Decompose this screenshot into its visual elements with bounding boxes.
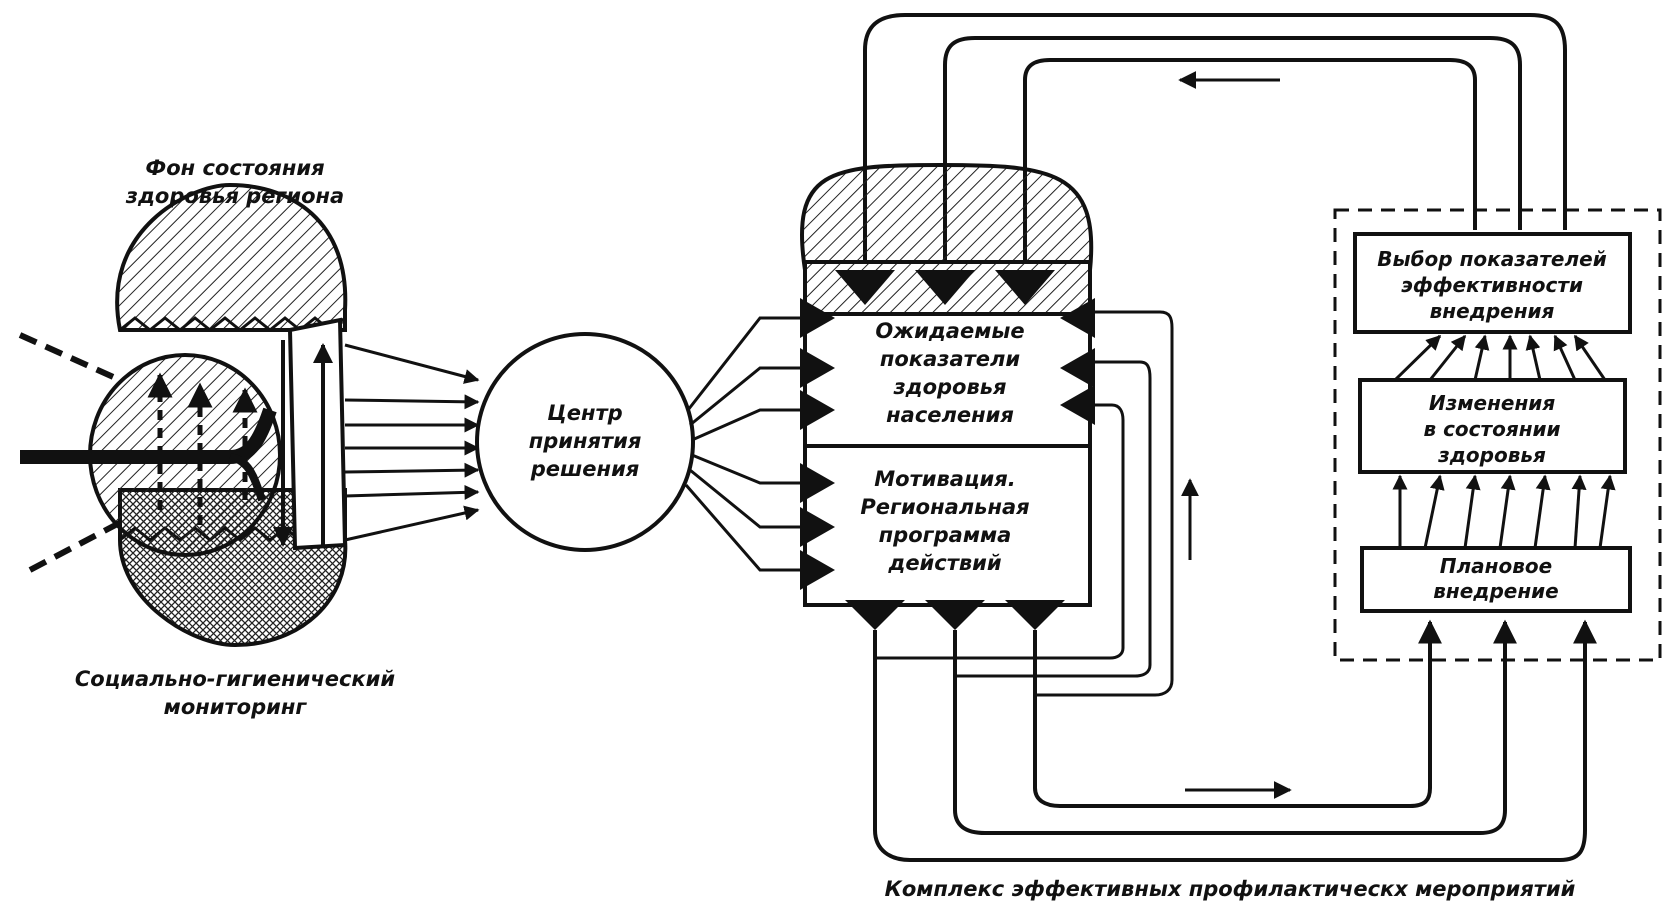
motivation-label-4: действий xyxy=(887,551,1002,575)
planned-implementation-label-2: внедрение xyxy=(1433,579,1558,603)
center-to-program-lines xyxy=(684,316,800,572)
monitoring-label-2: мониторинг xyxy=(164,695,308,719)
decision-center-circle xyxy=(475,332,695,552)
motivation-label-3: программа xyxy=(879,523,1012,547)
motivation-label-1: Мотивация. xyxy=(874,467,1015,491)
evaluation-block xyxy=(1333,208,1662,662)
expected-indicators-label-3: здоровья xyxy=(892,375,1006,399)
expected-indicators-label-4: населения xyxy=(886,403,1014,427)
indicator-selection-label-1: Выбор показателей xyxy=(1377,247,1606,271)
planned-implementation-box xyxy=(1360,546,1632,613)
health-changes-box xyxy=(1358,378,1627,474)
motivation-label-2: Региональная xyxy=(860,495,1029,519)
planned-implementation-label-1: Плановое xyxy=(1440,554,1552,578)
expected-indicators-label-2: показатели xyxy=(880,347,1021,371)
health-background-label-1: Фон состояния xyxy=(145,156,324,180)
decision-center-label-2: принятия xyxy=(529,429,642,453)
expected-indicators-label-1: Ожидаемые xyxy=(875,319,1024,343)
program-block xyxy=(799,13,1597,862)
indicator-selection-box xyxy=(1353,232,1632,334)
monitoring-to-center-arrows xyxy=(344,343,480,542)
indicator-selection-label-3: внедрения xyxy=(1430,299,1555,323)
complex-caption: Комплекс эффективных профилактическх мер… xyxy=(885,877,1576,901)
health-changes-label-3: здоровья xyxy=(1437,443,1546,467)
health-changes-label-2: в состоянии xyxy=(1423,417,1560,441)
monitoring-label-1: Социально-гигиенический xyxy=(75,667,396,691)
health-background-label-2: здоровья региона xyxy=(125,184,344,208)
health-changes-label-1: Изменения xyxy=(1429,391,1555,415)
decision-center-label-3: решения xyxy=(530,457,640,481)
decision-center-label-1: Центр xyxy=(547,401,622,425)
health-background-blob xyxy=(18,182,348,648)
indicator-selection-label-2: эффективности xyxy=(1401,273,1583,297)
